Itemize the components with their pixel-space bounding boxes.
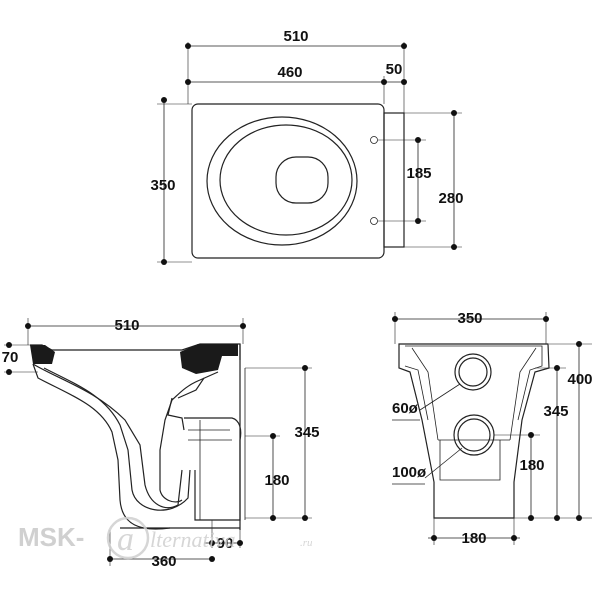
front-view-dim-outlet-height: 180	[519, 457, 544, 474]
top-view-dim-tab-width: 50	[386, 61, 403, 78]
front-view: 60ø 100ø 350 400 345 180	[392, 310, 593, 547]
top-view-dim-overall-width: 510	[283, 28, 308, 45]
top-view-dim-tab-height: 280	[438, 190, 463, 207]
front-view-inlet-outer	[454, 353, 492, 391]
side-view-dim-outlet-offset: 90	[217, 535, 234, 552]
side-view-rim-back	[180, 344, 238, 374]
watermark-brand: MSK-	[18, 522, 84, 552]
front-view-dim-height: 345	[543, 403, 568, 420]
watermark-domain: .ru	[300, 537, 313, 549]
svg-text:a: a	[117, 521, 134, 558]
watermark: MSK- a lternativa .ru	[18, 516, 313, 560]
top-view-dim-depth: 350	[150, 177, 175, 194]
top-view-dim-hole-spacing: 185	[406, 165, 431, 182]
watermark-at-logo: a	[106, 516, 150, 560]
front-view-inlet-label: 60ø	[392, 400, 419, 417]
side-view-dim-width: 510	[114, 317, 139, 334]
top-view: 510 460 50 350 185 280	[150, 28, 464, 265]
front-view-outlet-label: 100ø	[392, 464, 427, 481]
top-view-seat-inner	[219, 124, 353, 236]
front-view-dim-width: 350	[457, 310, 482, 327]
top-view-fixing-hole-upper	[370, 136, 378, 144]
top-view-wall-tab	[383, 112, 405, 248]
top-view-water-opening	[275, 156, 329, 204]
front-view-outlet-outer	[453, 414, 495, 456]
side-view-dim-height: 345	[294, 424, 319, 441]
watermark-script: lternativa	[150, 527, 236, 552]
side-view-dim-outlet-distance: 360	[151, 553, 176, 570]
front-view-dim-total-height: 400	[567, 371, 592, 388]
side-view: 510 70 345 180 90 360	[2, 317, 320, 570]
side-view-rim-front	[30, 345, 55, 364]
front-view-dim-base-width: 180	[461, 530, 486, 547]
top-view-dim-bowl-width: 460	[277, 64, 302, 81]
front-view-outlet-inner	[457, 418, 491, 452]
front-view-inlet-inner	[458, 357, 488, 387]
top-view-fixing-hole-lower	[370, 217, 378, 225]
side-view-dim-rim: 70	[2, 349, 19, 366]
side-view-dim-outlet-height: 180	[264, 472, 289, 489]
top-view-seat-outer	[206, 116, 358, 246]
